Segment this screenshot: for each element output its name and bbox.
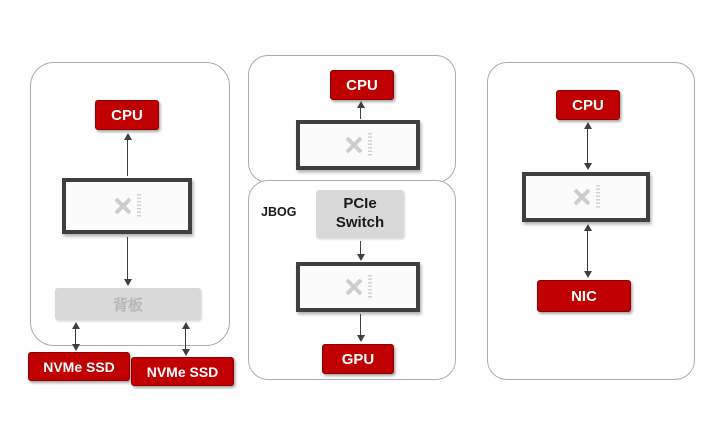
arrowhead-down-icon xyxy=(123,279,132,286)
chip-logo-text-icon xyxy=(137,194,141,218)
arrow-chip-to-cpu xyxy=(123,133,132,176)
jbog-label: JBOG xyxy=(261,205,297,219)
backplane-box: 背板 xyxy=(55,288,201,320)
arrow-chip-nic-bidirectional xyxy=(583,224,592,278)
chip-logo-text-icon xyxy=(368,275,372,299)
chip-logo-text-icon xyxy=(596,185,600,209)
nvme-ssd-box-left: NVMe SSD xyxy=(28,352,130,381)
cpu-box: CPU xyxy=(330,70,394,100)
chip-logo-icon xyxy=(344,277,364,297)
cpu-label: CPU xyxy=(111,106,143,124)
retimer-chip xyxy=(62,178,192,234)
nic-box: NIC xyxy=(537,280,631,312)
gpu-box: GPU xyxy=(322,344,394,374)
pcie-switch-label: PCIe Switch xyxy=(335,195,385,231)
nvme-ssd-label: NVMe SSD xyxy=(43,358,115,375)
chip-logo-icon xyxy=(113,196,133,216)
arrow-backplane-to-ssd-left xyxy=(71,322,80,351)
cpu-box: CPU xyxy=(95,100,159,130)
arrow-switch-to-chip xyxy=(356,241,365,261)
chip-logo-icon xyxy=(344,135,364,155)
arrow-chip-to-backplane xyxy=(123,237,132,286)
nic-label: NIC xyxy=(571,287,597,305)
arrow-cpu-chip-bidirectional xyxy=(583,122,592,170)
arrow-chip-to-cpu xyxy=(356,101,365,119)
retimer-chip xyxy=(296,120,420,170)
arrow-backplane-to-ssd-right xyxy=(181,322,190,356)
retimer-chip xyxy=(296,262,420,312)
arrow-chip-to-gpu xyxy=(356,314,365,342)
nvme-ssd-label: NVMe SSD xyxy=(146,363,219,380)
cpu-box: CPU xyxy=(556,90,620,120)
cpu-label: CPU xyxy=(572,96,604,114)
nvme-ssd-box-right: NVMe SSD xyxy=(131,357,234,386)
chip-logo-icon xyxy=(572,187,592,207)
pcie-switch-box: PCIe Switch xyxy=(316,190,404,238)
chip-logo-text-icon xyxy=(368,133,372,157)
retimer-chip xyxy=(522,172,650,222)
backplane-label: 背板 xyxy=(112,296,143,314)
arrowhead-up-icon xyxy=(123,133,132,140)
cpu-label: CPU xyxy=(346,76,378,94)
gpu-label: GPU xyxy=(341,350,375,368)
